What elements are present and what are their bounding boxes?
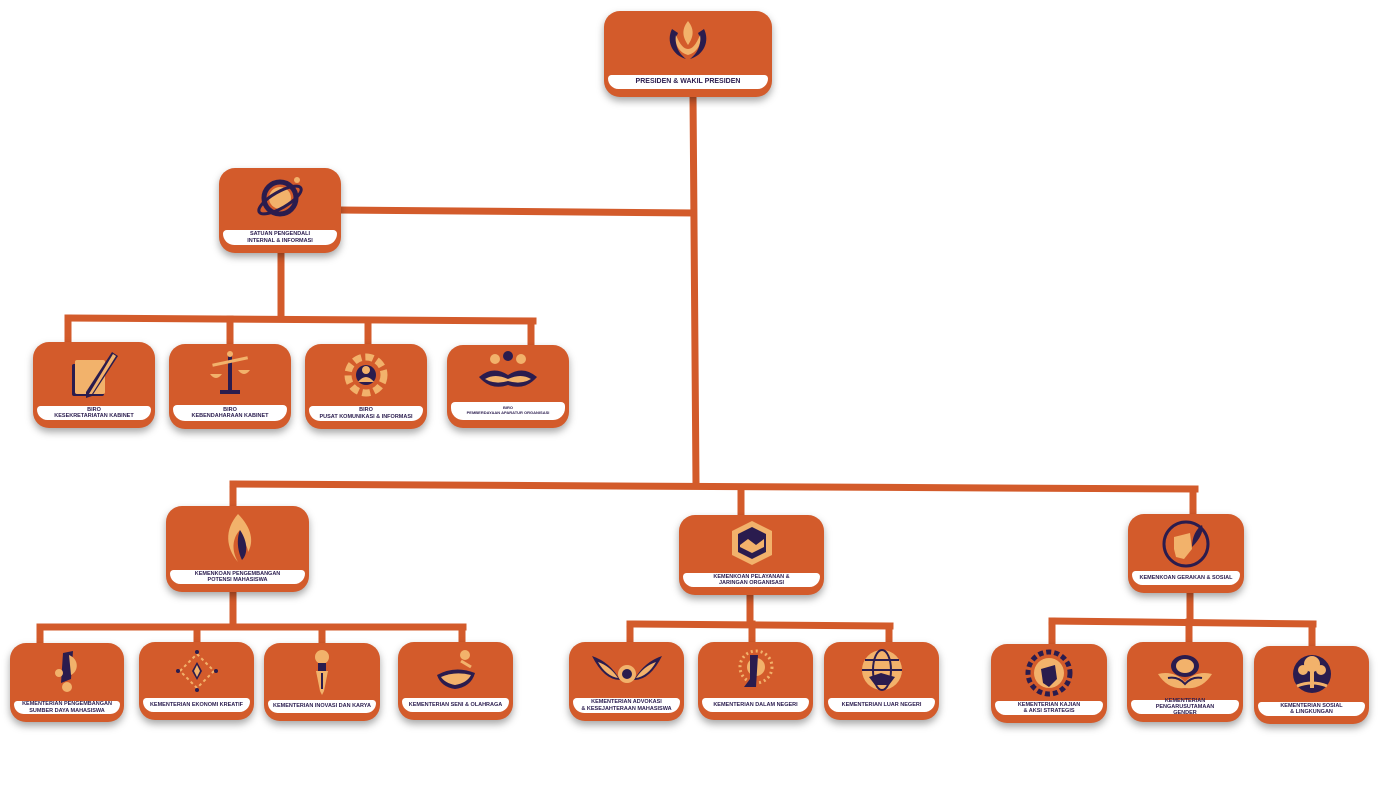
flame-icon <box>227 514 251 562</box>
node-kem-senior-label: KEMENTERIAN SENI & OLAHRAGA <box>402 698 509 712</box>
orbit-globe-icon <box>257 177 303 217</box>
node-kemenkoan-gerakan-label: KEMENKOAN GERAKAN & SOSIAL <box>1132 571 1240 585</box>
node-kem-senior: KEMENTERIAN SENI & OLAHRAGA <box>398 642 513 720</box>
node-biro-pemberdayaan: BIRO PEMBERDAYAAN APARATUR ORGANISASI <box>447 345 569 428</box>
node-spii-label: SATUAN PENGENDALI INTERNAL & INFORMASI <box>223 230 337 245</box>
node-kem-advokasi-label: KEMENTERIAN ADVOKASI & KESEJAHTERAAN MAH… <box>573 698 680 713</box>
node-kem-kajian: KEMENTERIAN KAJIAN & AKSI STRATEGIS <box>991 644 1107 723</box>
fist-gear-icon <box>1025 649 1073 697</box>
connector-spii-branch <box>336 206 697 217</box>
connector-gerakan-bar <box>1048 617 1317 628</box>
connector-kemenkoan-bar <box>229 480 1199 493</box>
fist-leaf-icon <box>1162 520 1210 568</box>
winged-hands-icon <box>591 656 662 683</box>
node-biro-kesekretariatan: BIRO KESEKRETARIATAN KABINET <box>33 342 155 428</box>
dancer-ball-icon <box>436 650 475 689</box>
node-kem-sosling-label: KEMENTERIAN SOSIAL & LINGKUNGAN <box>1258 702 1365 716</box>
node-kem-gender-label: KEMENTERIAN PENGARUSUTAMAAN GENDER <box>1131 698 1239 716</box>
globe-handshake-icon <box>861 649 902 691</box>
scales-icon <box>210 351 250 394</box>
node-spii: SATUAN PENGENDALI INTERNAL & INFORMASI <box>219 168 341 253</box>
node-presiden: PRESIDEN & WAKIL PRESIDEN <box>604 11 772 97</box>
node-kemenkoan-pengembangan-label: KEMENKOAN PENGEMBANGAN POTENSI MAHASISWA <box>170 570 305 584</box>
node-kemenkoan-pelayanan-label: KEMENKOAN PELAYANAN & JARINGAN ORGANISAS… <box>683 573 820 587</box>
node-kem-ekraf: KEMENTERIAN EKONOMI KREATIF <box>139 642 254 720</box>
handshake-badge-icon <box>731 521 772 565</box>
node-kem-gender: KEMENTERIAN PENGARUSUTAMAAN GENDER <box>1127 642 1243 722</box>
node-kem-sosling: KEMENTERIAN SOSIAL & LINGKUNGAN <box>1254 646 1369 724</box>
person-growth-icon <box>55 651 77 692</box>
connector-biro-bar <box>64 314 537 325</box>
node-kem-luar-negeri: KEMENTERIAN LUAR NEGERI <box>824 642 939 720</box>
sun-person-icon <box>738 649 773 687</box>
connector-pelayanan-bar <box>626 620 894 630</box>
node-biro-kesekretariatan-label: BIRO KESEKRETARIATAN KABINET <box>37 406 151 420</box>
node-kem-advokasi: KEMENTERIAN ADVOKASI & KESEJAHTERAAN MAH… <box>569 642 684 721</box>
node-kem-luar-negeri-label: KEMENTERIAN LUAR NEGERI <box>828 698 935 712</box>
node-kem-ekraf-label: KEMENTERIAN EKONOMI KREATIF <box>143 698 250 712</box>
sparkle-diamond-icon <box>175 650 218 692</box>
node-kem-psdm: KEMENTERIAN PENGEMBANGAN SUMBER DAYA MAH… <box>10 643 124 722</box>
node-presiden-label: PRESIDEN & WAKIL PRESIDEN <box>608 75 768 89</box>
folder-pen-icon <box>72 352 118 398</box>
node-biro-pemberdayaan-label: BIRO PEMBERDAYAAN APARATUR ORGANISASI <box>451 402 565 420</box>
node-kem-dalam-negeri: KEMENTERIAN DALAM NEGERI <box>698 642 813 720</box>
node-kem-dalam-negeri-label: KEMENTERIAN DALAM NEGERI <box>702 698 809 712</box>
node-biro-puskominfo-label: BIRO PUSAT KOMUNIKASI & INFORMASI <box>309 406 423 421</box>
gear-people-icon <box>344 353 388 397</box>
flame-wings-icon <box>669 21 707 59</box>
node-biro-puskominfo: BIRO PUSAT KOMUNIKASI & INFORMASI <box>305 344 427 429</box>
connector-president-trunk <box>689 91 700 488</box>
node-kemenkoan-pelayanan: KEMENKOAN PELAYANAN & JARINGAN ORGANISAS… <box>679 515 824 595</box>
node-kem-psdm-label: KEMENTERIAN PENGEMBANGAN SUMBER DAYA MAH… <box>14 701 120 714</box>
hands-circle-icon <box>1158 655 1212 689</box>
node-biro-kebendaharaan-label: BIRO KEBENDAHARAAN KABINET <box>173 405 287 421</box>
hands-people-icon <box>479 351 537 387</box>
node-kem-inovasi: KEMENTERIAN INOVASI DAN KARYA <box>264 643 380 721</box>
node-kem-inovasi-label: KEMENTERIAN INOVASI DAN KARYA <box>268 700 376 713</box>
node-kemenkoan-gerakan: KEMENKOAN GERAKAN & SOSIAL <box>1128 514 1244 593</box>
node-biro-kebendaharaan: BIRO KEBENDAHARAAN KABINET <box>169 344 291 429</box>
node-kemenkoan-pengembangan: KEMENKOAN PENGEMBANGAN POTENSI MAHASISWA <box>166 506 309 592</box>
node-kem-kajian-label: KEMENTERIAN KAJIAN & AKSI STRATEGIS <box>995 701 1103 715</box>
lightbulb-pen-icon <box>315 650 329 695</box>
tree-hands-icon <box>1292 655 1331 693</box>
